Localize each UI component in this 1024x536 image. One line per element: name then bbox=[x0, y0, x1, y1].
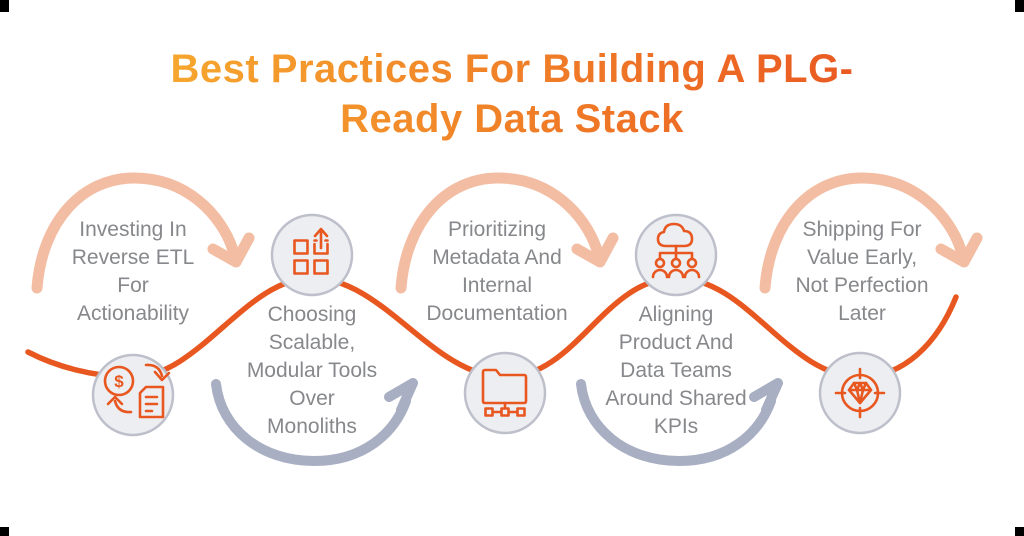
cloud-team-icon bbox=[651, 222, 701, 279]
arrow-down-icon bbox=[207, 232, 255, 268]
step-2-label: Choosing Scalable, Modular Tools Over Mo… bbox=[246, 303, 378, 438]
arrow-up-icon bbox=[749, 378, 783, 415]
corner-mark-bottom-left bbox=[0, 527, 9, 536]
arrow-up-icon bbox=[384, 378, 418, 415]
step-3-label: Prioritizing Metadata And Internal Docum… bbox=[426, 218, 568, 325]
arc-over-step-5 bbox=[759, 172, 983, 294]
corner-mark-top-left bbox=[0, 0, 9, 12]
page-title: Best Practices For Building A PLG- Ready… bbox=[170, 44, 853, 144]
dollar-sign-glyph: $ bbox=[114, 372, 124, 391]
step-1-icon-circle bbox=[91, 353, 175, 437]
folder-tree-icon bbox=[481, 368, 528, 417]
step-5-icon-circle bbox=[818, 351, 902, 435]
step-4-label: Aligning Product And Data Teams Around S… bbox=[605, 303, 747, 438]
arrow-down-icon bbox=[571, 232, 619, 268]
corner-mark-bottom-right bbox=[1015, 527, 1024, 536]
arc-over-step-1 bbox=[31, 172, 255, 294]
step-2-icon-circle bbox=[270, 213, 354, 297]
step-5-label: Shipping For Value Early, Not Perfection… bbox=[795, 218, 929, 325]
gem-target-icon bbox=[834, 367, 886, 419]
step-1-label: Investing In Reverse ETL For Actionabili… bbox=[71, 218, 195, 325]
arc-under-step-2 bbox=[211, 378, 418, 466]
corner-mark-top-right bbox=[1015, 0, 1024, 12]
title-container: Best Practices For Building A PLG- Ready… bbox=[0, 44, 1024, 144]
step-3-icon-circle bbox=[463, 351, 547, 435]
arc-over-step-3 bbox=[395, 172, 619, 294]
arc-under-step-4 bbox=[576, 378, 783, 466]
modular-blocks-arrow-icon bbox=[293, 227, 329, 275]
currency-document-exchange-icon: $ bbox=[103, 363, 171, 419]
arrow-down-icon bbox=[935, 232, 983, 268]
